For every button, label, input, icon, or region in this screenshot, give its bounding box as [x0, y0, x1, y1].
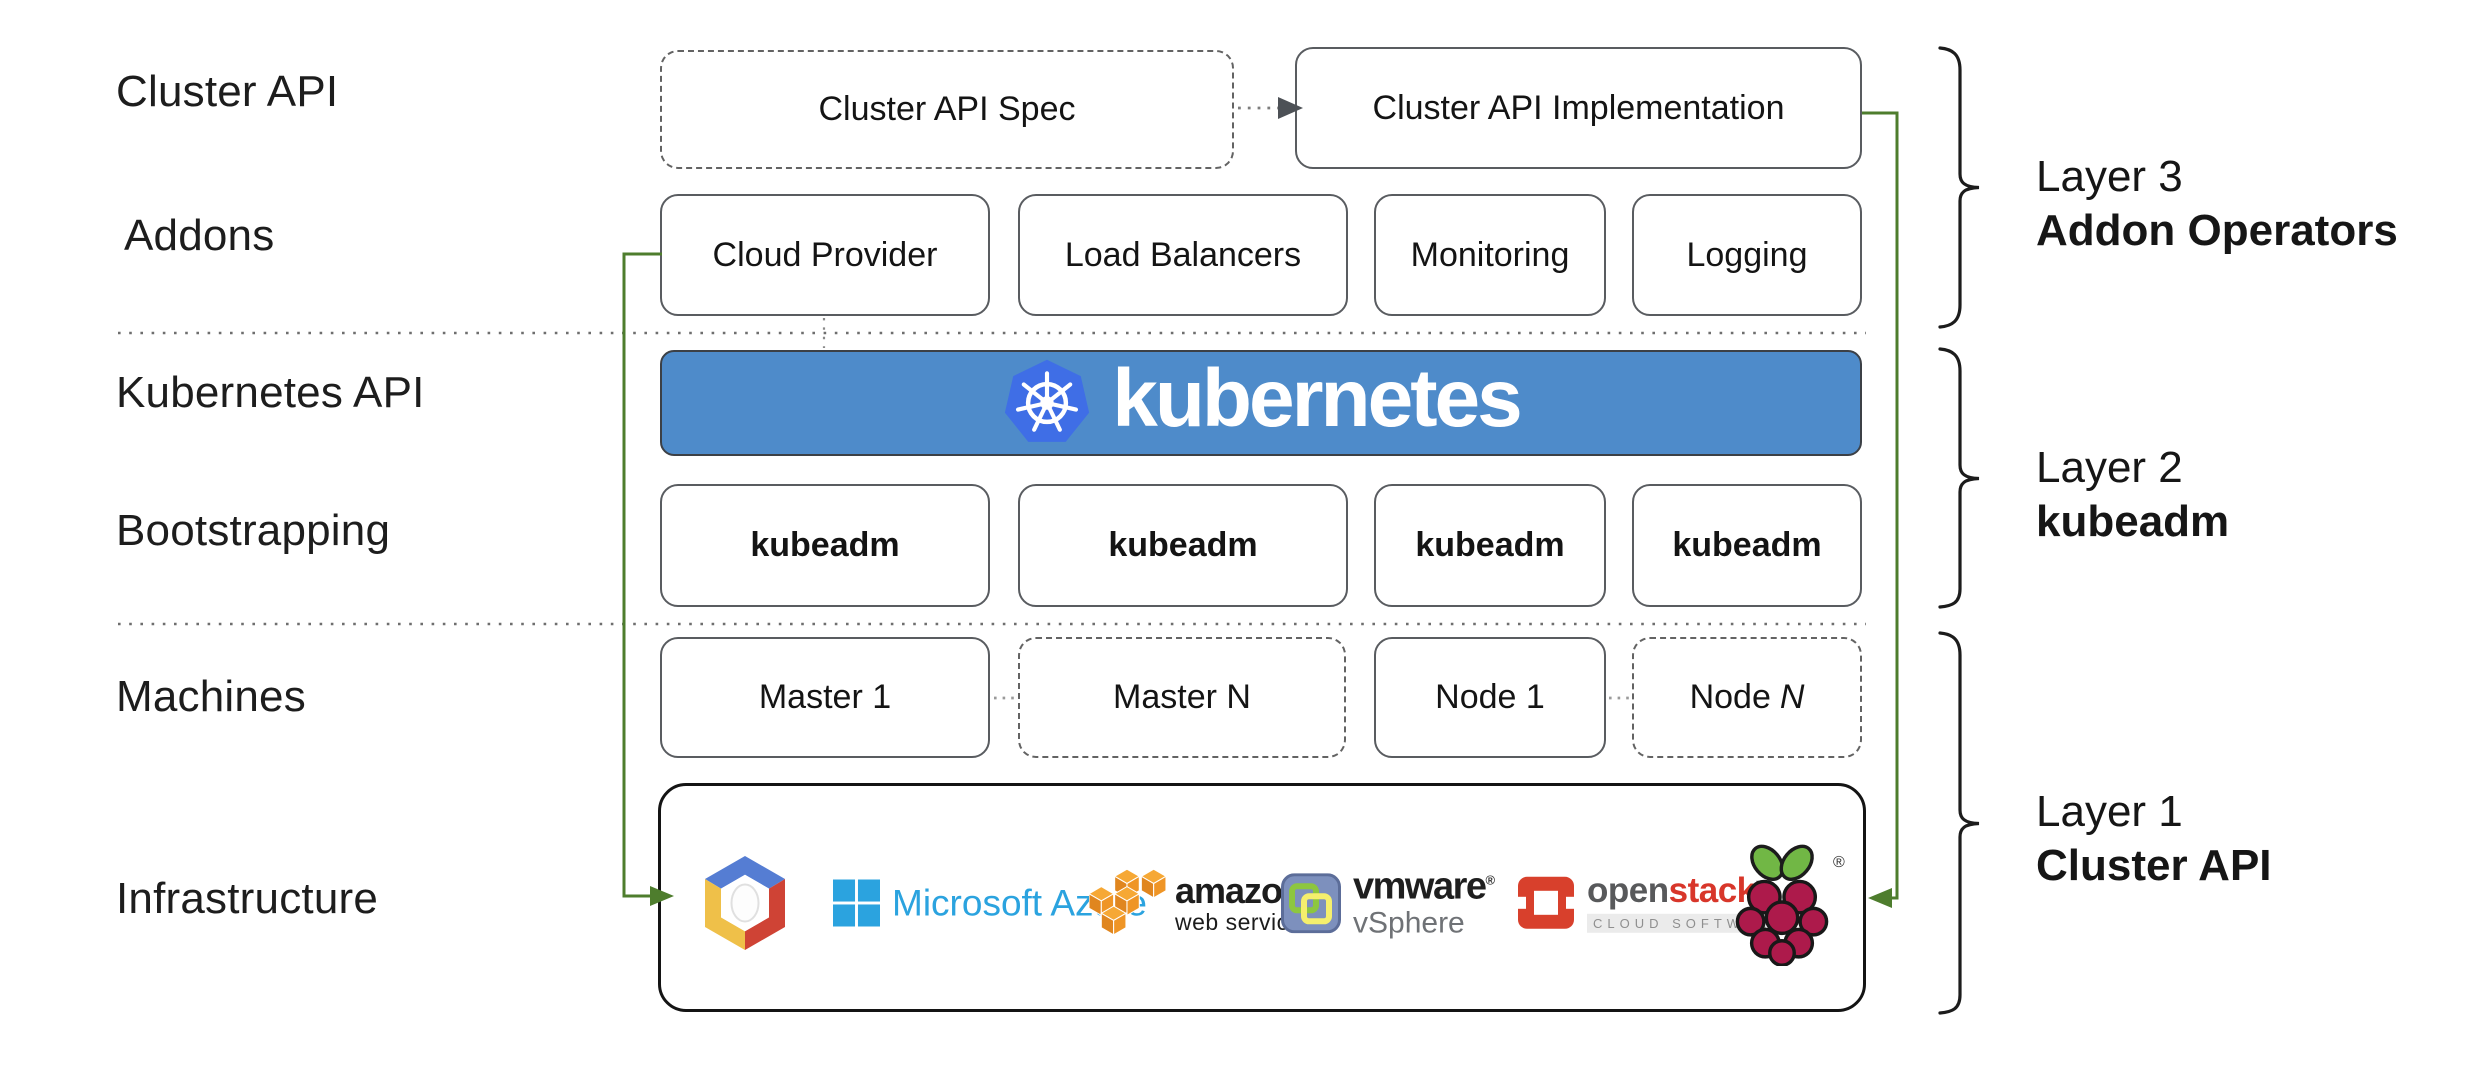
- row-label-addons: Addons: [124, 211, 275, 260]
- vmware-label-line2: vSphere: [1353, 906, 1465, 940]
- layer-3-annotation: Layer 3 Addon Operators: [2036, 150, 2398, 258]
- layer-2-title: Layer 2: [2036, 443, 2183, 492]
- vsphere-icon: [1281, 872, 1341, 933]
- addon-box-load-balancers: Load Balancers: [1018, 194, 1348, 316]
- layer-1-annotation: Layer 1 Cluster API: [2036, 785, 2272, 893]
- google-cloud-logo: [695, 851, 795, 955]
- layer-1-subtitle: Cluster API: [2036, 841, 2272, 890]
- google-cloud-hexagon-icon: [705, 856, 785, 950]
- addon-box-cloud-provider: Cloud Provider: [660, 194, 990, 316]
- kubeadm-box-2: kubeadm: [1018, 484, 1348, 607]
- layer-3-brace: [1938, 46, 1980, 329]
- row-label-cluster-api: Cluster API: [116, 67, 339, 116]
- layer-1-brace: [1938, 631, 1980, 1015]
- addon-box-monitoring: Monitoring: [1374, 194, 1606, 316]
- raspberry-pi-logo: ®: [1733, 840, 1845, 966]
- aws-cubes-icon: [1089, 868, 1167, 936]
- row-label-infrastructure: Infrastructure: [116, 874, 379, 923]
- row-label-kubernetes-api: Kubernetes API: [116, 368, 425, 417]
- infrastructure-providers-box: Microsoft Azure amazon web s: [658, 783, 1866, 1012]
- kubernetes-logo-icon: [1005, 359, 1090, 442]
- green-connector-right: [1862, 111, 1899, 900]
- layer-2-brace: [1938, 347, 1980, 609]
- openstack-logo: openstack™ CLOUD SOFTWARE: [1517, 872, 1792, 934]
- green-connector-left: [622, 252, 662, 898]
- layer-3-subtitle: Addon Operators: [2036, 206, 2398, 255]
- kubeadm-box-1: kubeadm: [660, 484, 990, 607]
- vmware-registered-mark: ®: [1485, 872, 1496, 888]
- vmware-vsphere-logo: vmware® vSphere: [1281, 865, 1496, 940]
- kubeadm-box-4: kubeadm: [1632, 484, 1862, 607]
- kubernetes-banner: kubernetes: [660, 350, 1862, 456]
- addon-box-logging: Logging: [1632, 194, 1862, 316]
- raspberry-pi-icon: [1735, 844, 1829, 966]
- machine-box-master-1: Master 1: [660, 637, 990, 758]
- layer-2-subtitle: kubeadm: [2036, 497, 2230, 546]
- machine-box-node-1: Node 1: [1374, 637, 1606, 758]
- microsoft-flag-icon: [833, 879, 880, 927]
- green-arrowhead-right-icon: [1868, 888, 1892, 908]
- kubeadm-box-3: kubeadm: [1374, 484, 1606, 607]
- node-n-prefix: Node: [1689, 678, 1771, 716]
- node-n-italic-suffix: N: [1779, 678, 1805, 716]
- row-label-bootstrapping: Bootstrapping: [116, 506, 391, 555]
- cluster-api-implementation-box: Cluster API Implementation: [1295, 47, 1862, 169]
- layer-2-annotation: Layer 2 kubeadm: [2036, 441, 2229, 549]
- layer-3-title: Layer 3: [2036, 152, 2183, 201]
- openstack-icon: [1517, 876, 1575, 929]
- raspberry-pi-registered-mark: ®: [1833, 854, 1845, 871]
- cluster-api-spec-box: Cluster API Spec: [660, 50, 1234, 169]
- layer-1-title: Layer 1: [2036, 787, 2183, 836]
- vmware-label-line1: vmware®: [1353, 865, 1496, 908]
- kubernetes-wordmark: kubernetes: [1112, 353, 1523, 444]
- row-label-machines: Machines: [116, 672, 306, 721]
- machine-box-master-n: Master N: [1018, 637, 1346, 758]
